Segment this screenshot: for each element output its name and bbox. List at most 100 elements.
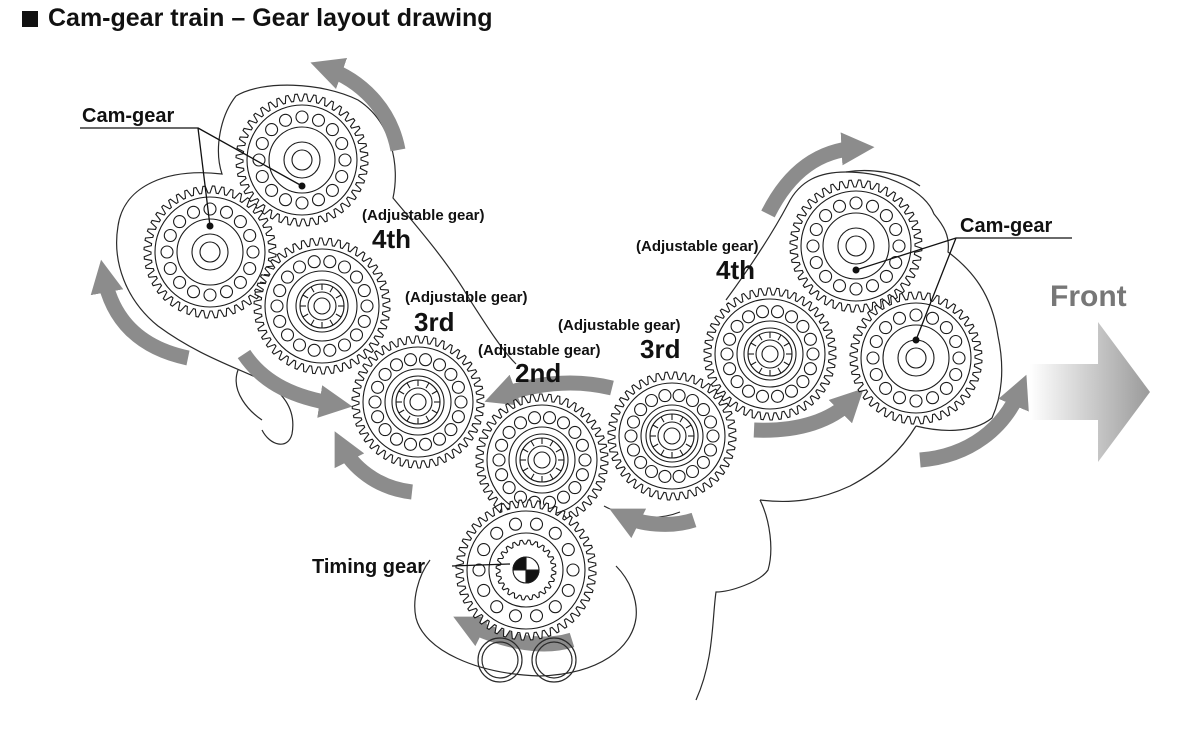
gear-hole: [879, 321, 893, 335]
gear-hub-tick: [758, 367, 763, 374]
gear-hole: [389, 432, 404, 446]
gear-hub-tick: [549, 473, 554, 480]
rotation-arrow: [310, 57, 406, 152]
gear-hole: [892, 311, 907, 325]
gear-ring: [384, 368, 452, 436]
gear-hole: [265, 183, 279, 197]
gear-hole: [472, 563, 486, 577]
gear-hole: [819, 209, 833, 223]
gear-hole: [556, 416, 571, 430]
gear-hole: [849, 196, 863, 210]
gear-hole: [349, 270, 364, 284]
gear-hole: [542, 495, 557, 509]
gear-hole: [809, 255, 823, 270]
gear-hole: [307, 343, 321, 357]
gear-hub-tick: [660, 449, 665, 456]
gear-hub-tick: [660, 416, 665, 423]
gear-hole: [730, 375, 744, 389]
gear-center: [845, 235, 867, 257]
gear-hole: [163, 261, 177, 276]
gear-hole: [548, 600, 562, 614]
front-label: Front: [1050, 280, 1127, 313]
gear-teeth: [849, 291, 983, 425]
gear-ring: [466, 510, 586, 630]
gear-hole: [311, 113, 326, 127]
title-bullet-square: [22, 10, 38, 27]
gear-hub-tick: [302, 313, 309, 318]
gear-hole: [186, 285, 201, 299]
gear-hole: [278, 193, 293, 207]
gear-hole: [338, 153, 352, 167]
gear-2nd: [475, 393, 609, 527]
gear-hole: [273, 284, 287, 298]
gear-ring: [268, 126, 336, 194]
cam-gear-upper-right: [789, 179, 923, 313]
adjustable-label-right-3rd: (Adjustable gear): [558, 317, 681, 334]
gear-hub-tick: [522, 467, 529, 472]
gear-hole: [806, 239, 820, 253]
gear-hole: [219, 285, 234, 299]
gear-hub-tick: [777, 367, 782, 374]
rotation-arrow: [919, 374, 1029, 468]
gear-hub-ring: [191, 233, 229, 271]
gear-hole: [255, 136, 269, 151]
gear-hole: [349, 328, 364, 342]
gear-hub-tick: [750, 342, 757, 347]
gear-hole: [949, 367, 963, 382]
gear-ring: [714, 298, 826, 410]
gear-ring: [176, 218, 244, 286]
gear-hole: [832, 199, 847, 213]
gear-hole: [658, 389, 672, 403]
crank-mark-quadrant: [525, 569, 540, 584]
gear-stage-left-4th: 4th: [372, 224, 411, 254]
gear-hub-ring: [527, 445, 557, 475]
gear-hole: [477, 583, 491, 597]
gear-3rd-right: [607, 371, 737, 501]
gear-hole: [879, 209, 893, 223]
gear-hole: [720, 347, 734, 361]
gear-hole: [335, 136, 349, 151]
gear-hole: [508, 517, 523, 531]
gear-hub-ring: [755, 339, 785, 369]
gear-ring: [488, 532, 564, 608]
gear-hole: [357, 314, 371, 328]
leader-dots: [206, 182, 920, 344]
gear-hole: [368, 395, 382, 409]
gear-center: [313, 297, 331, 315]
gear-hole: [513, 416, 528, 430]
gear-hub-tick: [530, 473, 535, 480]
gear-3rd-left: [351, 335, 485, 469]
gear-ring: [618, 382, 726, 490]
gear-hub-ring: [743, 327, 797, 381]
gear-hole: [803, 332, 817, 346]
gear-hub-tick: [555, 448, 562, 453]
gear-hub-ring: [295, 279, 349, 333]
gear-hole: [644, 393, 659, 408]
gear-ring: [508, 426, 576, 494]
gear-teeth: [253, 237, 391, 375]
gear-hub-tick: [302, 294, 309, 299]
rotation-arrow: [609, 508, 697, 539]
gear-hole: [556, 490, 571, 504]
gear-hole: [270, 299, 284, 313]
gear-hole: [371, 410, 385, 424]
leader-dot: [912, 336, 920, 344]
gear-center: [291, 149, 313, 171]
gear-hole: [703, 443, 718, 457]
front-indicator: Front: [1030, 280, 1150, 462]
gear-hole: [233, 215, 247, 229]
gear-hole: [879, 381, 893, 395]
gear-hub-tick: [783, 361, 790, 366]
gear-hub-tick: [398, 409, 405, 414]
gear-hole: [454, 395, 468, 409]
gear-hole: [849, 282, 863, 296]
gear-hole: [403, 353, 418, 367]
gear-hole: [803, 362, 817, 376]
gear-hole: [568, 481, 582, 495]
gear-hole: [796, 375, 810, 389]
gear-hole: [784, 384, 799, 398]
gear-hub-tick: [555, 467, 562, 472]
gear-center: [905, 347, 927, 369]
gear-hole: [939, 321, 953, 335]
